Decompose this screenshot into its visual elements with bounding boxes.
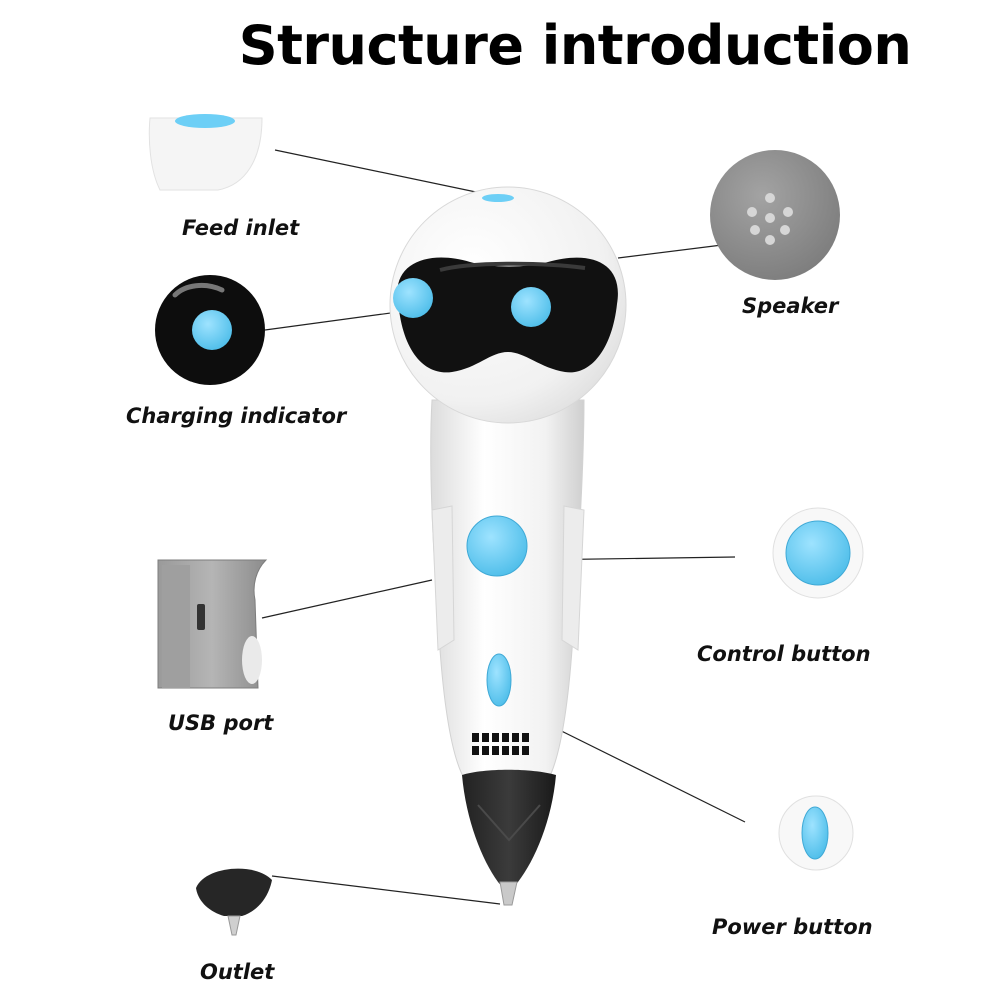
right-eye — [511, 287, 551, 327]
leader-charging-indicator — [264, 311, 399, 331]
leader-speaker — [617, 244, 723, 259]
grip-right — [561, 505, 585, 651]
leader-outlet — [271, 875, 501, 905]
label-usb-port: USB port — [168, 711, 274, 735]
control-button-detail — [772, 507, 864, 599]
label-control-button: Control button — [697, 642, 871, 666]
usb-port-detail — [157, 559, 268, 689]
label-power-button: Power button — [712, 915, 873, 939]
grip-left — [431, 505, 455, 651]
leader-lines — [261, 149, 746, 905]
label-feed-inlet: Feed inlet — [182, 216, 300, 240]
visor-highlight — [439, 261, 586, 272]
usb-socket-icon — [197, 604, 205, 630]
power-button-detail — [778, 795, 854, 871]
charging-indicator-eye — [393, 278, 433, 318]
label-charging-indicator: Charging indicator — [126, 404, 347, 428]
charging-indicator-detail — [155, 275, 265, 385]
speaker-detail — [710, 150, 840, 280]
label-outlet: Outlet — [200, 960, 275, 984]
control-button[interactable] — [466, 515, 528, 577]
power-button[interactable] — [486, 653, 512, 707]
label-speaker: Speaker — [742, 294, 839, 318]
leader-usb-port — [261, 579, 433, 619]
pen — [389, 186, 627, 906]
speaker-holes — [747, 193, 793, 245]
page-title: Structure introduction — [238, 14, 912, 77]
outlet-detail — [196, 868, 272, 936]
vent-grille — [472, 733, 529, 755]
feed-inlet-detail — [148, 114, 263, 191]
feed-inlet-light — [482, 194, 514, 202]
nozzle — [499, 881, 518, 906]
leader-feed-inlet — [274, 149, 496, 197]
pen-tip — [462, 769, 556, 888]
visor — [397, 257, 618, 373]
tip-chevron — [477, 804, 541, 842]
